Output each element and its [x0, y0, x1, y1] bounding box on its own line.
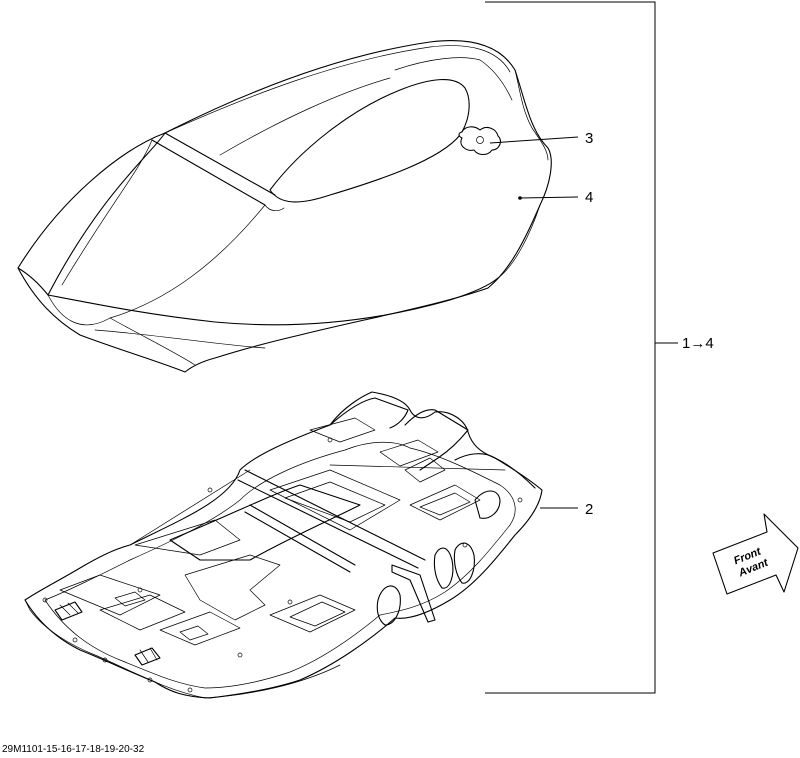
callout-3: 3	[585, 130, 593, 147]
leader-4-dot	[518, 196, 522, 200]
fastener-holes	[42, 437, 523, 693]
seat-cover-drawing	[17, 40, 552, 373]
seat-base-drawing	[24, 391, 543, 699]
leader-3	[489, 136, 579, 144]
callout-4: 4	[585, 189, 593, 206]
front-direction-arrow: Front Avant	[712, 513, 799, 595]
figure-code: 29M1101-15-16-17-18-19-20-32	[2, 744, 145, 755]
latch-front-center	[134, 647, 161, 666]
callout-assembly: 1→4	[682, 335, 714, 352]
emblem-part	[458, 126, 501, 156]
assembly-bracket	[485, 1, 678, 694]
callout-2: 2	[585, 501, 593, 518]
leader-4	[519, 196, 579, 199]
latch-front-left	[54, 601, 83, 621]
